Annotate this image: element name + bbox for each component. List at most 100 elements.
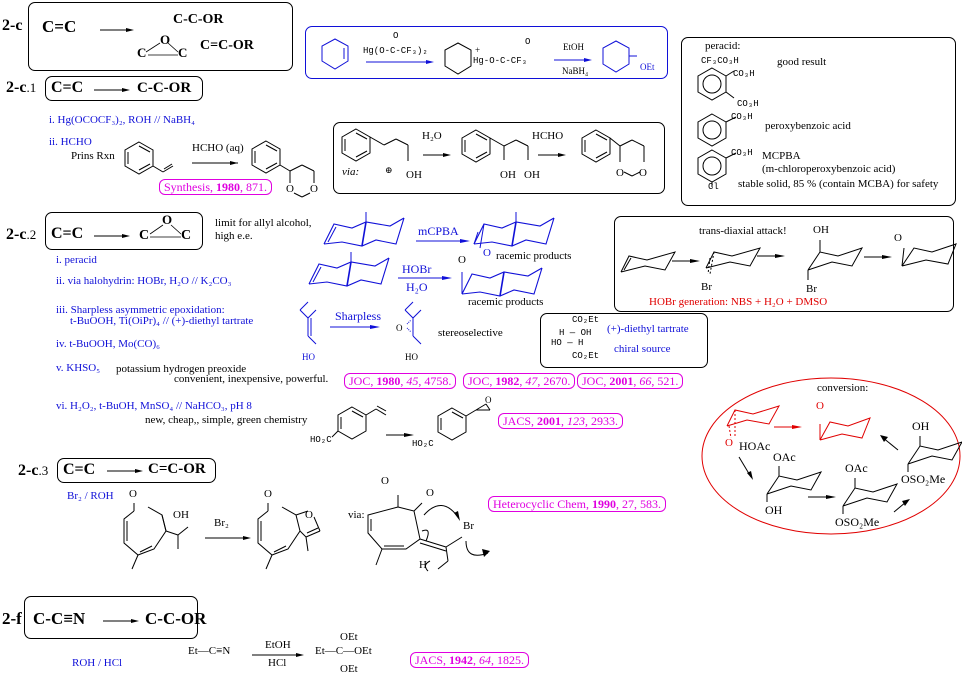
hydroxyl-label: OH xyxy=(765,503,783,517)
hobr-reagent: HOBr xyxy=(402,262,432,276)
reactant-nitrile: C-C≡N xyxy=(33,609,86,628)
tartrate-name: (+)-diethyl tartrate xyxy=(607,323,689,335)
vinylbenzoic-acid-structure xyxy=(331,405,387,440)
ref-journal: JACS, xyxy=(503,414,538,428)
epoxy-decalin-1 xyxy=(473,212,555,249)
tartrate-box xyxy=(540,313,708,368)
epoxide-c-right: C xyxy=(181,228,192,243)
mercury-intermediate-label: Hg-O-C-CF₃ xyxy=(473,56,528,66)
reaction-arrow xyxy=(94,234,130,238)
epoxy-cyclohexane-chair xyxy=(901,243,957,267)
conversion-title: conversion: xyxy=(817,382,869,394)
bromine-reagent: Br₂ xyxy=(214,517,229,529)
epoxy-decalin-2 xyxy=(461,267,543,297)
reference-jacs-1942[interactable]: JACS, 1942, 64, 1825. xyxy=(410,652,530,668)
carboxyl-label: HO₂C xyxy=(310,435,332,445)
reference-jacs-2001[interactable]: JACS, 2001, 123, 2933. xyxy=(498,413,624,429)
method-molybdenum: iv. t-BuOOH, Mo(CO)₆ xyxy=(56,338,160,350)
ref-text: Synthesis, 1980, 871. xyxy=(164,180,268,194)
reference-joc-1980[interactable]: JOC, 1980, 45, 4758. xyxy=(344,373,457,389)
ref-page: , 521. xyxy=(651,374,679,388)
carbonyl-o: O xyxy=(426,487,434,499)
tropolone-structure xyxy=(123,503,189,570)
section-label-text: 2-f xyxy=(2,609,22,628)
ref-page: , 2933. xyxy=(585,414,619,428)
ref-page: , 4758. xyxy=(418,374,452,388)
prins-reagent: HCHO (aq) xyxy=(192,142,244,154)
method-khso5: v. KHSO₅ xyxy=(56,362,101,374)
chiral-source-label: chiral source xyxy=(614,343,671,355)
orthoester-oet-top: OEt xyxy=(340,631,358,643)
epoxide-o: O xyxy=(162,212,173,227)
hcl-reagent: HCl xyxy=(268,657,287,669)
nabh4-reagent: NaBH₄ xyxy=(562,66,589,76)
ref-journal: Heterocyclic Chem, xyxy=(493,497,592,511)
ref-journal: JOC, xyxy=(582,374,610,388)
epoxide-o: O xyxy=(396,323,403,333)
reaction-arrow xyxy=(738,456,753,480)
reaction-arrow xyxy=(94,88,130,92)
co3h-label: CO₃H xyxy=(731,112,753,122)
epoxide-o: O xyxy=(160,32,171,47)
dioxane-o2: O xyxy=(310,183,318,195)
propionitrile-label: Et—C≡N xyxy=(188,645,231,657)
mesylate-label: OSO₂Me xyxy=(835,515,880,529)
bromine-label: Br xyxy=(806,283,817,295)
section-2f-box xyxy=(24,596,198,639)
section-label-text: 2-c xyxy=(2,17,23,34)
ref-year: 2001 xyxy=(537,414,562,428)
peracid-title: peracid: xyxy=(705,40,741,52)
section-label-text: 2-c xyxy=(6,226,27,243)
carbonyl-o-label: O xyxy=(393,31,399,41)
ref-journal: JACS, xyxy=(415,653,450,667)
epoxide-bonds xyxy=(145,42,179,56)
reaction-arrow xyxy=(330,325,380,329)
ref-volume: 66 xyxy=(639,374,652,388)
co3h-label: CO₃H xyxy=(733,69,755,79)
epoxide-o: O xyxy=(816,400,824,412)
epoxide-o: O xyxy=(894,232,902,244)
ref-volume: 123 xyxy=(567,414,586,428)
diol-oh1: OH xyxy=(500,169,516,181)
reference-synthesis-1980[interactable]: Synthesis, 1980, 871. xyxy=(159,179,273,195)
trans-diaxial-box xyxy=(614,216,954,312)
oet-label: OEt xyxy=(640,62,655,72)
reaction-arrow xyxy=(107,469,143,473)
reactant-alkene: C=C xyxy=(42,17,77,36)
ref-journal: JOC, xyxy=(468,374,496,388)
method-halohydrin: ii. via halohydrin: HOBr, H₂O // K₂CO₃ xyxy=(56,275,232,287)
reference-joc-1982[interactable]: JOC, 1982, 47, 2670. xyxy=(463,373,576,389)
reference-heterocyclic-chem-1990[interactable]: Heterocyclic Chem, 1990, 27, 583. xyxy=(488,496,666,512)
section-2e-label: 2-c xyxy=(2,17,22,35)
khso5-note: potassium hydrogen preoxide xyxy=(116,363,247,375)
reaction-arrow xyxy=(192,161,238,165)
section-2e3-label: 2-c.3 xyxy=(18,462,48,480)
carbonyl-o: O xyxy=(264,488,272,500)
epoxy-alcohol-structure xyxy=(404,301,422,345)
section-2e1-label: 2-c.1 xyxy=(6,79,36,97)
ref-journal: JOC, xyxy=(349,374,377,388)
conversion-ellipse xyxy=(701,377,961,535)
reaction-arrow xyxy=(100,28,134,32)
method-peracid: i. peracid xyxy=(56,254,97,266)
cyclohexene-chair xyxy=(620,251,677,273)
ref-page: , 1825. xyxy=(491,653,525,667)
method-hcho: ii. HCHO xyxy=(49,136,92,148)
formaldehyde-reagent: HCHO xyxy=(532,130,564,142)
tartrate-row1: H — OH xyxy=(559,328,592,338)
oxymercuration-box xyxy=(305,26,668,79)
reaction-arrow xyxy=(808,495,836,499)
reference-joc-2001[interactable]: JOC, 2001, 66, 521. xyxy=(577,373,684,389)
prins-label: Prins Rxn xyxy=(71,150,115,162)
method-sharpless-reagents: t-BuOOH, Ti(OiPr)₄ // (+)-diethyl tartra… xyxy=(70,315,254,327)
reaction-arrow xyxy=(252,653,304,657)
carbonyl-o: O xyxy=(381,475,389,487)
furan-o: O xyxy=(305,509,313,521)
hydroxyl-label: OH xyxy=(173,509,189,521)
peroxybenzoic-acid-note: peroxybenzoic acid xyxy=(765,120,851,132)
mcpba-safety-note: stable solid, 85 % (contain MCBA) for sa… xyxy=(738,178,939,190)
method-oxymercuration: i. Hg(OCOCF₃)₂, ROH // NaBH₄ xyxy=(49,114,195,126)
ref-year: 2001 xyxy=(609,374,634,388)
hydroxyl-label: OH xyxy=(406,169,422,181)
acetate-label: OAc xyxy=(845,461,868,475)
